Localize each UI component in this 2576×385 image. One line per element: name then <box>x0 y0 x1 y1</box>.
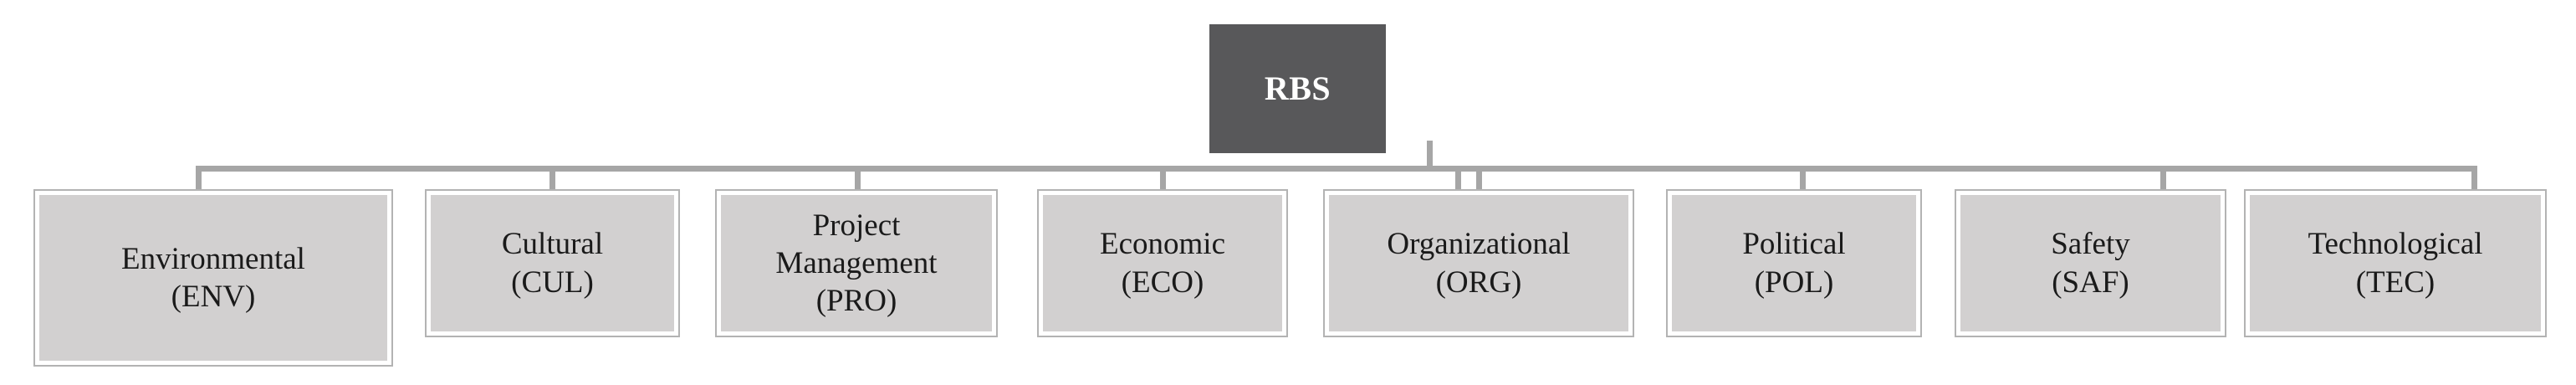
node-political-code: (POL) <box>1754 264 1834 300</box>
node-project-management-name-line2: Management <box>775 245 938 280</box>
connector-root-drop-stub <box>1455 166 1461 191</box>
node-environmental-name: Environmental <box>121 241 305 276</box>
rbs-root-node[interactable]: RBS <box>1207 22 1388 156</box>
node-environmental[interactable]: Environmental (ENV) <box>33 189 393 367</box>
node-environmental-code: (ENV) <box>171 280 256 314</box>
node-cultural-name: Cultural <box>501 227 604 262</box>
connector-stub-project-management <box>855 166 861 190</box>
connector-horizontal-bus <box>196 166 2477 172</box>
node-political[interactable]: Political (POL) <box>1666 189 1922 337</box>
node-organizational-body: Organizational (ORG) <box>1329 195 1628 331</box>
node-safety[interactable]: Safety (SAF) <box>1955 189 2226 337</box>
node-economic-name: Economic <box>1099 227 1225 262</box>
node-cultural-body: Cultural (CUL) <box>431 195 674 331</box>
node-cultural[interactable]: Cultural (CUL) <box>425 189 680 337</box>
node-political-body: Political (POL) <box>1672 195 1916 331</box>
node-project-management[interactable]: Project Management (PRO) <box>715 189 998 337</box>
connector-left-endcap <box>196 166 202 190</box>
node-organizational[interactable]: Organizational (ORG) <box>1323 189 1634 337</box>
node-organizational-code: (ORG) <box>1435 264 1522 300</box>
node-technological-name: Technological <box>2308 227 2483 262</box>
node-project-management-name-line1: Project <box>812 208 901 243</box>
rbs-root-label: RBS <box>1264 69 1331 107</box>
node-environmental-body: Environmental (ENV) <box>39 195 387 361</box>
node-technological-code: (TEC) <box>2355 264 2435 300</box>
connector-stub-economic <box>1160 166 1166 190</box>
node-economic-body: Economic (ECO) <box>1043 195 1282 331</box>
node-safety-code: (SAF) <box>2052 264 2129 300</box>
node-economic[interactable]: Economic (ECO) <box>1037 189 1288 337</box>
connector-stub-organizational <box>1476 166 1482 190</box>
node-technological[interactable]: Technological (TEC) <box>2244 189 2547 337</box>
connector-stub-political <box>1800 166 1806 190</box>
node-organizational-name: Organizational <box>1387 227 1571 262</box>
node-safety-name: Safety <box>2051 227 2130 262</box>
connector-right-endcap <box>2471 166 2477 190</box>
node-project-management-code: (PRO) <box>815 284 897 319</box>
node-safety-body: Safety (SAF) <box>1960 195 2221 331</box>
node-cultural-code: (CUL) <box>511 264 594 300</box>
connector-stub-safety <box>2160 166 2166 190</box>
node-technological-body: Technological (TEC) <box>2250 195 2541 331</box>
node-economic-code: (ECO) <box>1121 264 1204 300</box>
node-political-name: Political <box>1742 227 1846 262</box>
connector-root-riser <box>1427 141 1433 169</box>
node-project-management-body: Project Management (PRO) <box>721 195 992 331</box>
connector-stub-cultural <box>549 166 555 190</box>
